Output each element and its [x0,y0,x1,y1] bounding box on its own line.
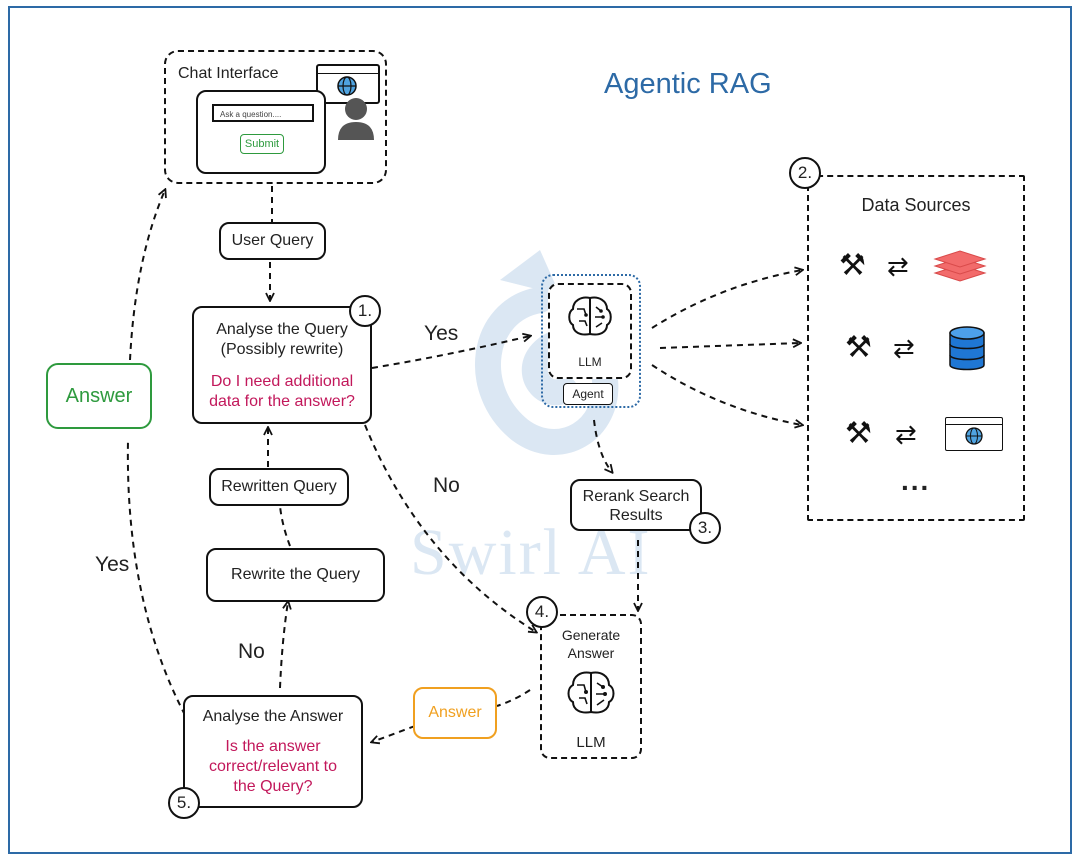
analyse-query-question1: Do I need additional [210,373,354,390]
arrow-generate-to-answerlabel [496,689,531,707]
arrow-answerlabel-to-analyseanswer [372,725,416,742]
step-1-badge: 1. [349,295,381,327]
answer-label-green: Answer [46,363,152,429]
rerank-box: Rerank Search Results [570,479,702,531]
answer-label-orange: Answer [413,687,497,739]
analyse-answer-q3: the Query? [233,778,313,795]
arrow-answerlabel-to-chat [129,190,165,361]
user-query-box: User Query [219,222,326,260]
brain-icon [568,296,612,336]
yes-label-top: Yes [424,322,459,345]
globe-icon [965,427,983,445]
data-sources-box: Data Sources ⚒ ⇄ ⚒ ⇄ ⚒ ⇄ ... [807,175,1025,521]
globe-icon [337,76,357,96]
tools-icon: ⚒ [845,331,872,364]
diagram-frame [8,6,1072,854]
agent-label: Agent [563,383,613,405]
database-icon [949,326,985,371]
agent-llm-box: LLM [548,283,632,379]
agent-llm-label: LLM [578,355,602,369]
analyse-query-line1: Analyse the Query [216,321,348,338]
rewrite-query-box: Rewrite the Query [206,548,385,602]
chat-interface-label: Chat Interface [178,65,279,82]
analyse-answer-q1: Is the answer [225,738,321,755]
tools-icon: ⚒ [839,249,866,282]
chat-interface-box: Chat Interface Ask a question.... Submit [164,50,387,184]
submit-button[interactable]: Submit [240,134,284,154]
rerank-line2: Results [609,507,663,524]
browser-globe-icon [945,417,1003,451]
arrow-agent-to-source1 [651,270,802,329]
data-sources-title: Data Sources [861,195,971,215]
diagram-title: Agentic RAG [604,68,772,100]
chat-window: Ask a question.... Submit [196,90,326,174]
step-5-badge: 5. [168,787,200,819]
arrow-analyse-to-generate [364,424,536,632]
arrow-agent-to-source2 [659,343,800,349]
generate-line2: Answer [567,645,615,661]
analyse-answer-q2: correct/relevant to [208,758,338,775]
arrow-rewrite-to-rewritten [279,505,291,547]
step-2-badge: 2. [789,157,821,189]
analyse-query-question2: data for the answer? [209,393,355,410]
generate-line1: Generate [561,627,621,643]
arrow-analyse-to-agent [371,336,530,369]
more-sources-ellipsis: ... [901,465,931,496]
question-input[interactable]: Ask a question.... [212,104,314,122]
arrow-agent-to-rerank [593,419,612,472]
exchange-icon: ⇄ [893,333,915,363]
person-icon [338,98,374,140]
yes-label-left: Yes [95,553,130,576]
generate-answer-box: Generate Answer LLM [540,614,642,759]
generate-llm-label: LLM [576,734,606,751]
rerank-line1: Rerank Search [582,488,690,505]
no-label-bottom: No [238,640,265,663]
agent-outer-box [541,274,641,408]
layers-icon [933,250,987,282]
analyse-answer-title: Analyse the Answer [202,708,344,725]
no-label-middle: No [433,474,460,497]
browser-globe-icon [316,64,380,104]
tools-icon: ⚒ [845,417,872,450]
step-3-badge: 3. [689,512,721,544]
arrow-analyseanswer-to-rewrite [279,602,288,689]
analyse-answer-box: Analyse the Answer Is the answer correct… [183,695,363,808]
exchange-icon: ⇄ [895,419,917,449]
exchange-icon: ⇄ [887,251,909,281]
rewritten-query-box: Rewritten Query [209,468,349,506]
step-4-badge: 4. [526,596,558,628]
analyse-query-line2: (Possibly rewrite) [220,341,344,358]
brain-icon [567,671,615,714]
arrow-analyseanswer-to-answerlabel [126,439,186,716]
arrow-agent-to-source3 [651,364,802,425]
analyse-query-box: Analyse the Query (Possibly rewrite) Do … [192,306,372,424]
